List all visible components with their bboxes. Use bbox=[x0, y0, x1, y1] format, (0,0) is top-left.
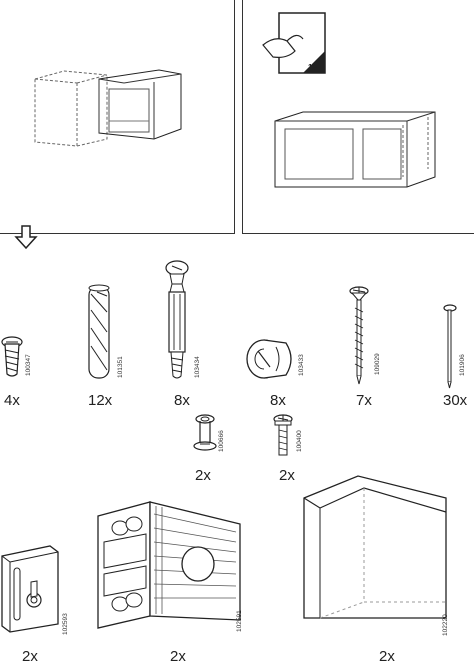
wall-cabinet-illustration: 13 bbox=[262, 12, 436, 188]
part-qty-cam-lock: 8x bbox=[270, 392, 286, 409]
part-code-wall-plate: 102593 bbox=[62, 613, 69, 635]
part-qty-corner-bracket: 2x bbox=[170, 648, 186, 665]
corner-bracket-illustration bbox=[97, 501, 241, 629]
nail-illustration bbox=[443, 304, 457, 389]
part-code-corner-panel: 102220 bbox=[442, 614, 449, 636]
part-qty-wall-plate: 2x bbox=[22, 648, 38, 665]
cam-bolt-illustration bbox=[165, 260, 189, 379]
part-qty-corner-panel: 2x bbox=[379, 648, 395, 665]
part-qty-wood-screw: 7x bbox=[356, 392, 372, 409]
sleeve-illustration bbox=[193, 414, 217, 451]
illustration-panel-corner-cabinet bbox=[0, 0, 235, 234]
dowel-illustration bbox=[88, 284, 110, 379]
part-code-dowel: 101351 bbox=[117, 356, 124, 378]
part-code-sleeve: 100666 bbox=[218, 430, 225, 452]
wall-plate-illustration bbox=[1, 545, 59, 633]
machine-screw-illustration bbox=[273, 414, 293, 456]
part-qty-nail: 30x bbox=[443, 392, 468, 409]
part-qty-dowel: 12x bbox=[88, 392, 113, 409]
corner-cabinet-illustration bbox=[34, 69, 182, 147]
part-code-cam-lock: 103433 bbox=[298, 354, 305, 376]
illustration-panel-wall-cabinet: 13 bbox=[242, 0, 474, 234]
part-qty-machine-screw: 2x bbox=[279, 467, 295, 484]
part-qty-screw-small: 4x bbox=[4, 392, 20, 409]
page-ref-number: 13 bbox=[308, 63, 317, 72]
part-code-corner-bracket: 102591 bbox=[236, 610, 243, 632]
cam-lock-illustration bbox=[246, 339, 292, 379]
part-code-nail: 101906 bbox=[459, 354, 466, 376]
part-qty-cam-bolt: 8x bbox=[174, 392, 190, 409]
corner-panel-illustration bbox=[303, 475, 447, 619]
arrow-down-icon bbox=[14, 225, 38, 250]
part-code-machine-screw: 100400 bbox=[296, 430, 303, 452]
part-code-screw-small: 100347 bbox=[25, 354, 32, 376]
part-qty-sleeve: 2x bbox=[195, 467, 211, 484]
part-code-cam-bolt: 103434 bbox=[194, 356, 201, 378]
booklet-icon bbox=[262, 12, 326, 74]
screw-small-illustration bbox=[1, 336, 23, 377]
wood-screw-illustration bbox=[349, 286, 369, 385]
part-code-wood-screw: 109029 bbox=[374, 353, 381, 375]
